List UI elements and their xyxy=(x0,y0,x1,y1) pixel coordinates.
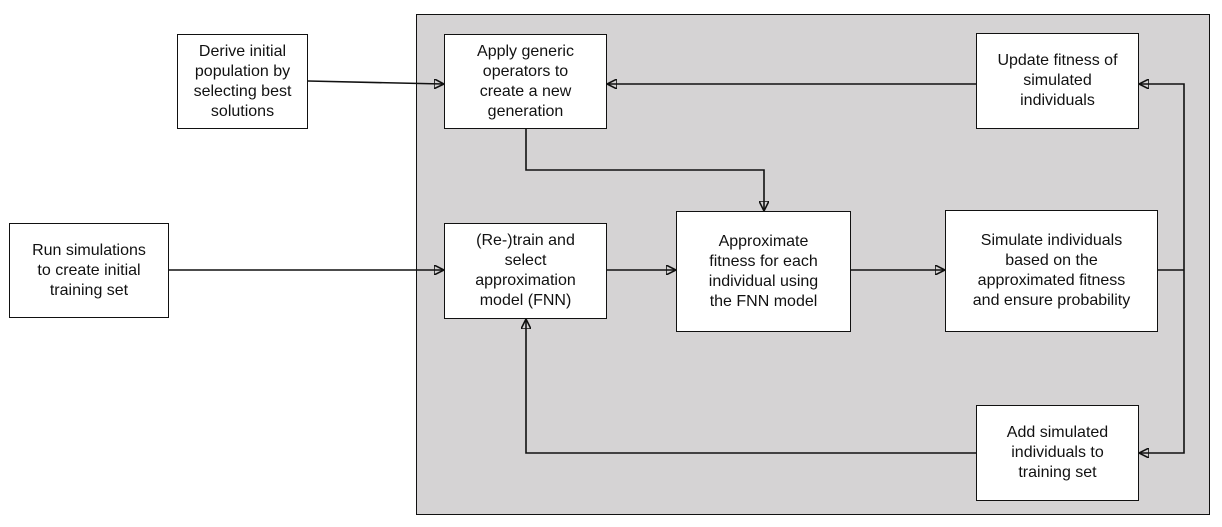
simulate-individuals-box: Simulate individuals based on the approx… xyxy=(945,210,1158,332)
run-simulations-box: Run simulations to create initial traini… xyxy=(9,223,169,318)
retrain-select-model-box: (Re-)train and select approximation mode… xyxy=(444,223,607,319)
update-fitness-box: Update fitness of simulated individuals xyxy=(976,33,1139,129)
add-to-training-set-box: Add simulated individuals to training se… xyxy=(976,405,1139,501)
apply-generic-operators-box: Apply generic operators to create a new … xyxy=(444,34,607,129)
derive-initial-population-box: Derive initial population by selecting b… xyxy=(177,34,308,129)
approximate-fitness-box: Approximate fitness for each individual … xyxy=(676,211,851,332)
